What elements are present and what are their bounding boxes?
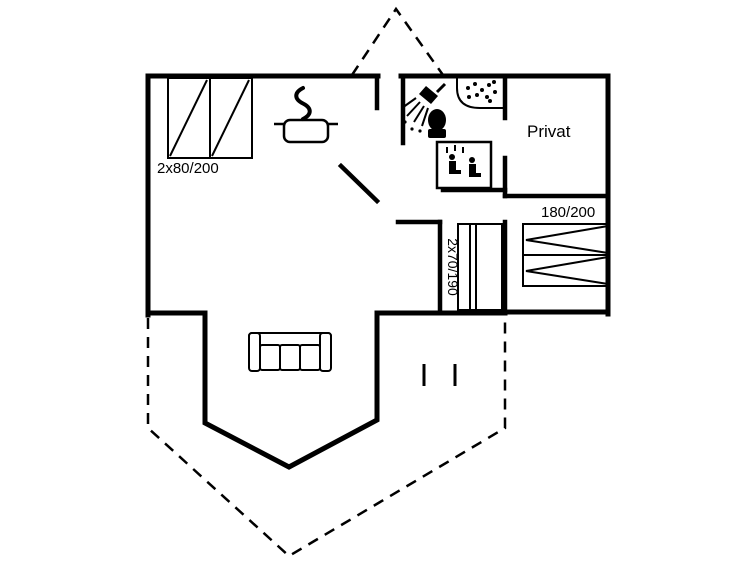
interior-walls xyxy=(337,73,611,315)
washbasin-icon xyxy=(456,78,503,109)
bed-right-label: 180/200 xyxy=(541,204,595,221)
bunk-bed-label: 2x70/190 xyxy=(445,238,461,296)
sofa-icon xyxy=(248,332,332,372)
exterior-walls xyxy=(145,73,611,470)
shower-icon xyxy=(401,82,447,133)
double-bed-icon xyxy=(167,77,253,159)
bunk-bed-icon xyxy=(457,223,503,311)
steam-icon xyxy=(294,86,312,121)
double-bed-right-icon xyxy=(522,223,609,287)
terrace-door-marks xyxy=(422,364,457,386)
roof-outline xyxy=(350,6,445,76)
toilet-icon xyxy=(428,109,446,138)
sauna-icon xyxy=(435,140,493,190)
privat-room-label: Privat xyxy=(527,122,571,141)
bed-left-label: 2x80/200 xyxy=(157,160,219,177)
cooking-pot-icon xyxy=(274,118,338,144)
